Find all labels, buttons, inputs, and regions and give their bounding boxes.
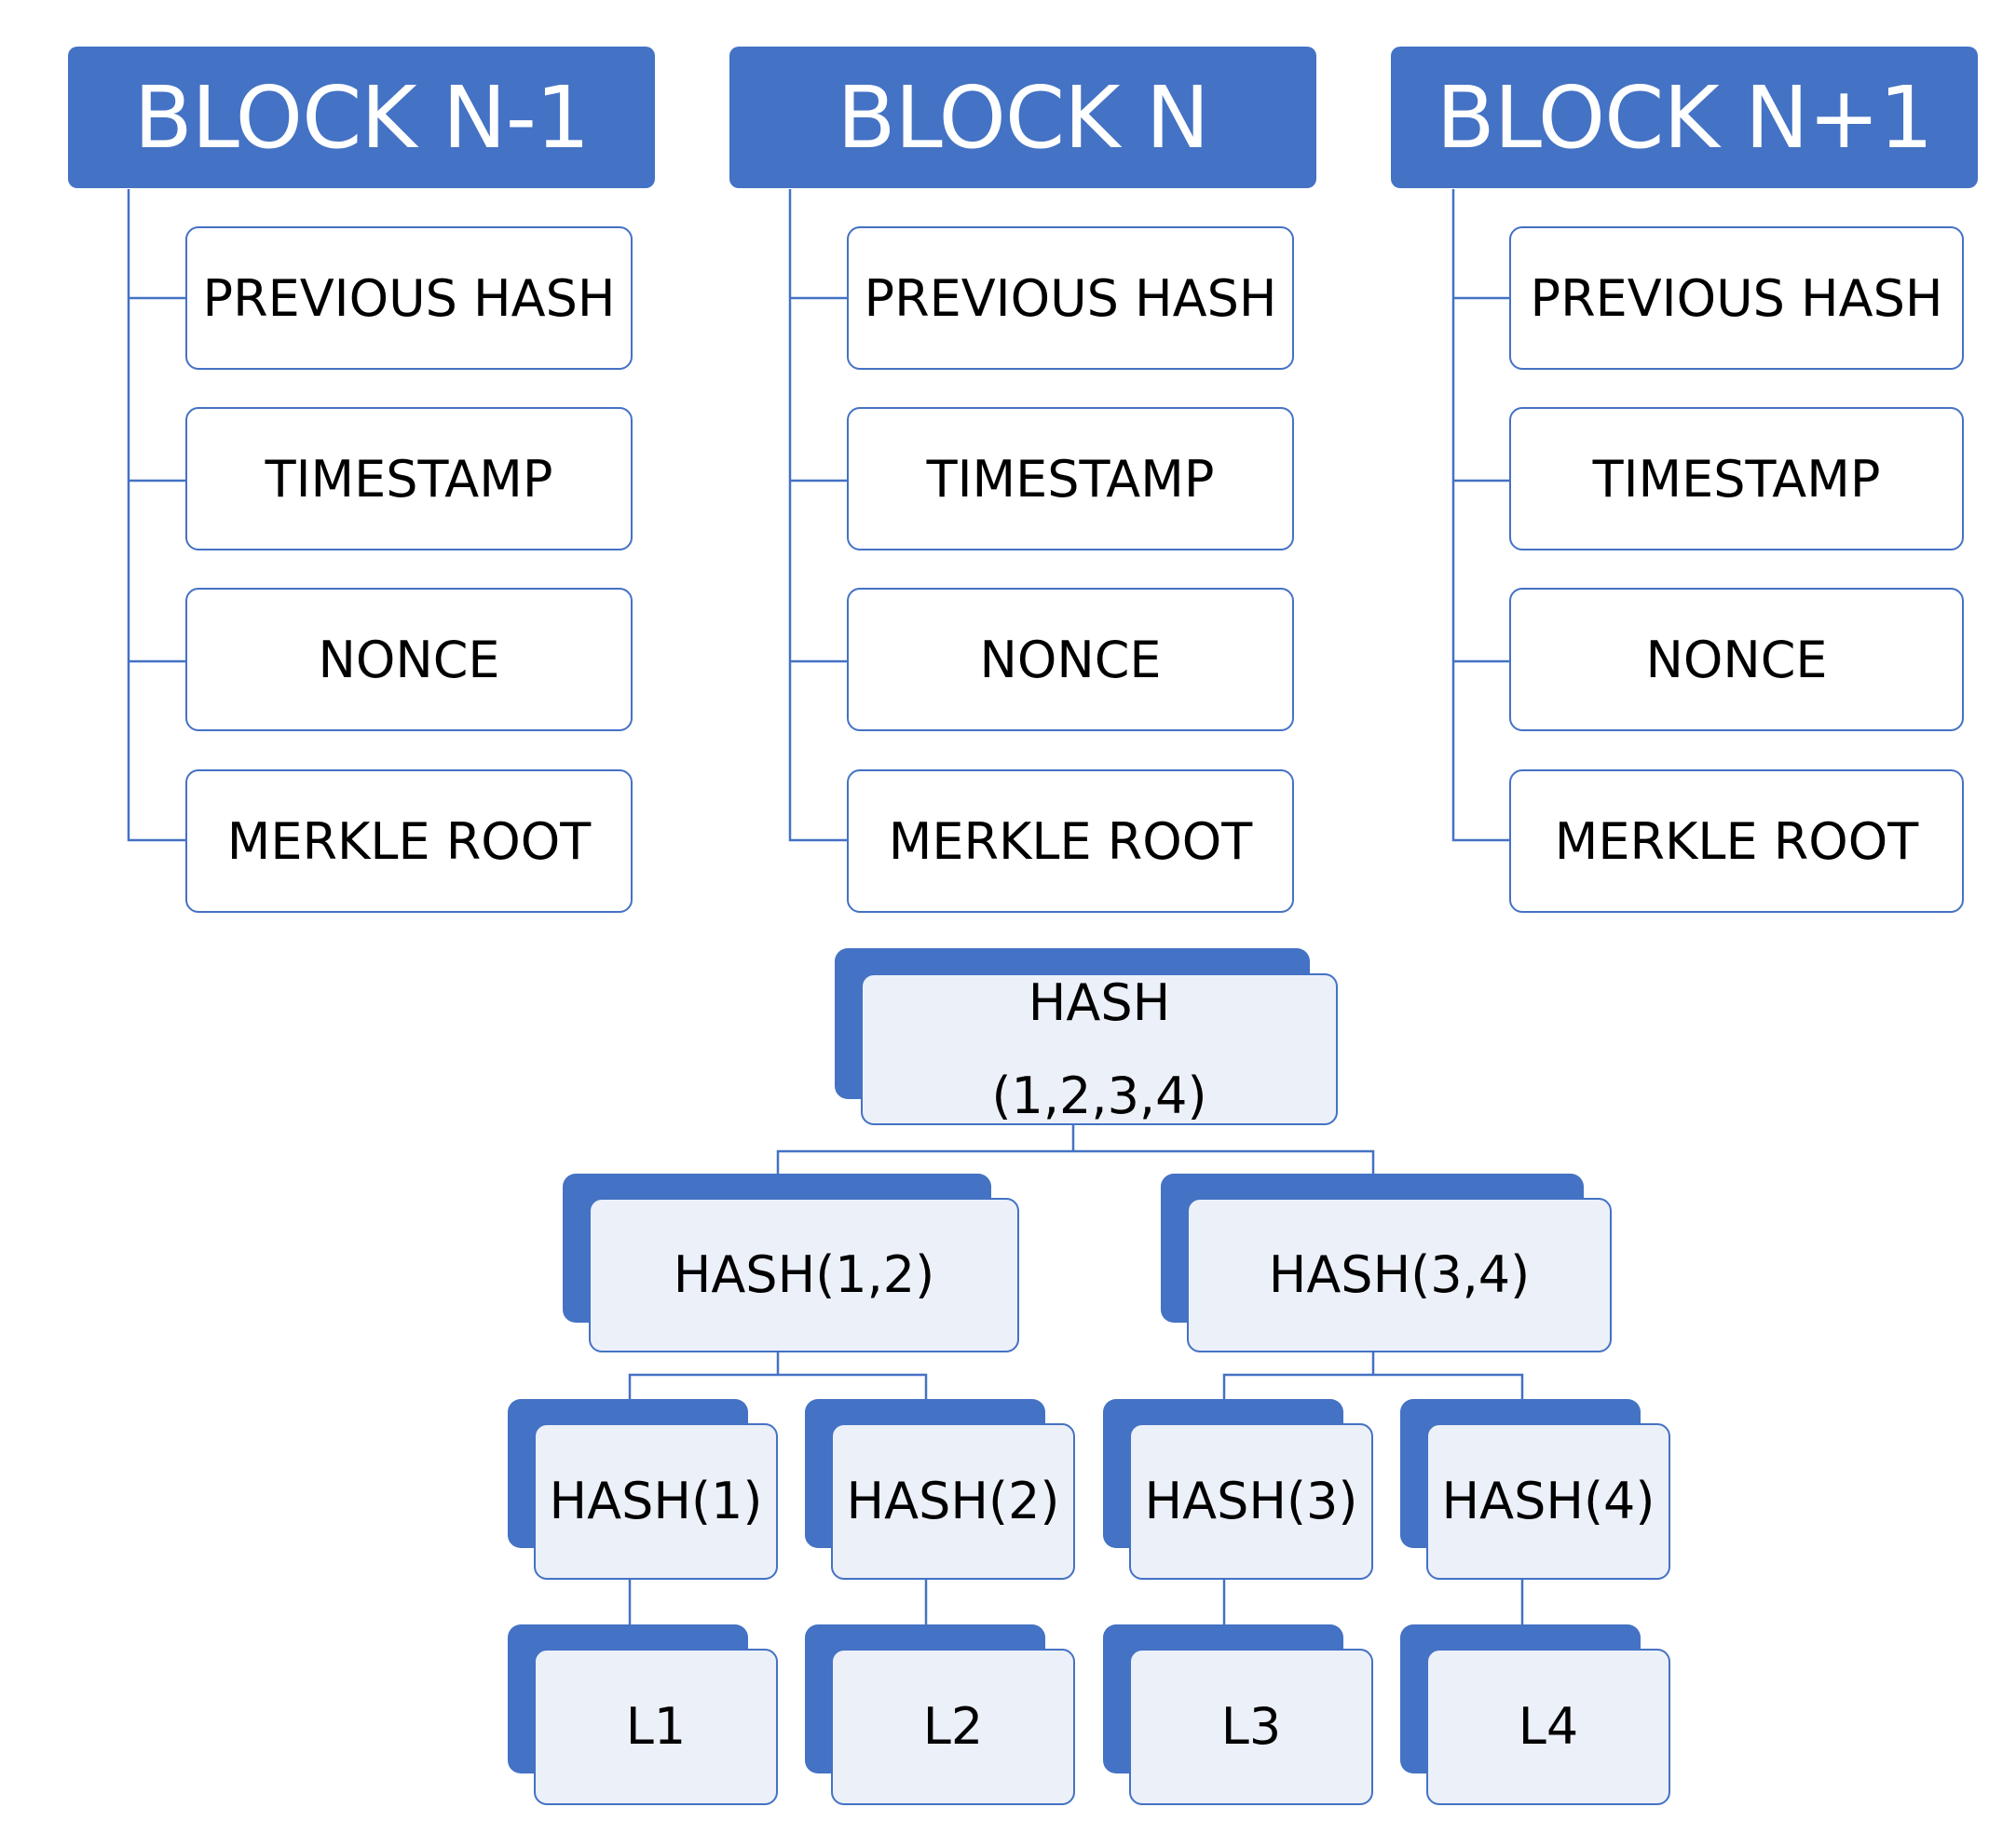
merkle-node-hash-3: HASH(3) (1103, 1399, 1373, 1580)
node-body: L2 (831, 1649, 1075, 1805)
merkle-root-node: HASH (1,2,3,4) (835, 948, 1338, 1127)
merkle-node-hash-1-2: HASH(1,2) (563, 1174, 1019, 1352)
node-body: HASH(3) (1129, 1423, 1373, 1580)
merkle-node-hash-2: HASH(2) (805, 1399, 1075, 1580)
node-body: HASH(1) (534, 1423, 778, 1580)
block-header: BLOCK N+1 (1391, 47, 1978, 188)
field-timestamp: TIMESTAMP (847, 407, 1294, 550)
node-body: L1 (534, 1649, 778, 1805)
block-header: BLOCK N (729, 47, 1316, 188)
block-n-connectors (788, 189, 848, 842)
field-nonce: NONCE (1509, 588, 1964, 731)
merkle-node-hash-4: HASH(4) (1400, 1399, 1670, 1580)
root-label-line2: (1,2,3,4) (991, 1066, 1207, 1125)
node-body: HASH(4) (1426, 1423, 1670, 1580)
node-body: L4 (1426, 1649, 1670, 1805)
merkle-connectors (628, 1125, 1524, 1626)
merkle-leaf-l4: L4 (1400, 1624, 1670, 1805)
field-nonce: NONCE (847, 588, 1294, 731)
node-body: L3 (1129, 1649, 1373, 1805)
node-body: HASH(3,4) (1187, 1198, 1612, 1352)
field-timestamp: TIMESTAMP (185, 407, 633, 550)
field-previous-hash: PREVIOUS HASH (1509, 226, 1964, 370)
field-merkle-root: MERKLE ROOT (847, 769, 1294, 913)
field-previous-hash: PREVIOUS HASH (847, 226, 1294, 370)
node-body: HASH(1,2) (589, 1198, 1019, 1352)
merkle-leaf-l2: L2 (805, 1624, 1075, 1805)
field-merkle-root: MERKLE ROOT (1509, 769, 1964, 913)
field-timestamp: TIMESTAMP (1509, 407, 1964, 550)
block-header: BLOCK N-1 (68, 47, 655, 188)
root-label-line1: HASH (1028, 972, 1171, 1032)
block-n-plus-1-connectors (1451, 189, 1511, 842)
field-merkle-root: MERKLE ROOT (185, 769, 633, 913)
merkle-leaf-l1: L1 (508, 1624, 778, 1805)
node-body: HASH(2) (831, 1423, 1075, 1580)
merkle-leaf-l3: L3 (1103, 1624, 1373, 1805)
field-nonce: NONCE (185, 588, 633, 731)
node-body: HASH (1,2,3,4) (861, 973, 1338, 1125)
field-previous-hash: PREVIOUS HASH (185, 226, 633, 370)
block-n-minus-1-connectors (127, 189, 186, 842)
merkle-node-hash-1: HASH(1) (508, 1399, 778, 1580)
merkle-node-hash-3-4: HASH(3,4) (1161, 1174, 1612, 1352)
